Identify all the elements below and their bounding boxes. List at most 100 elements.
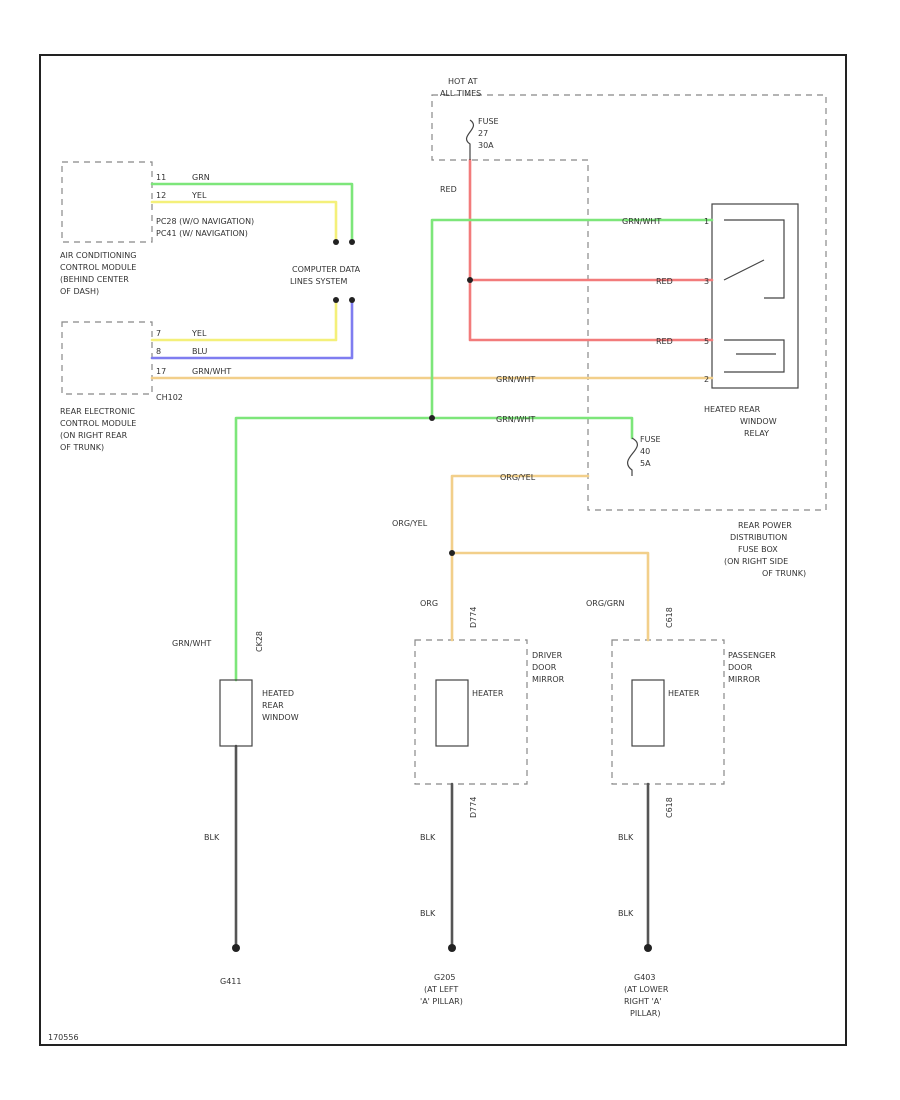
dm-ground-3: 'A' PILLAR)	[420, 997, 463, 1006]
ac-label-1: AIR CONDITIONING	[60, 251, 136, 260]
ac-note-2: PC41 (W/ NAVIGATION)	[156, 229, 248, 238]
driver-mirror-box	[414, 639, 528, 785]
relay-pin-1: 1	[704, 217, 709, 226]
relay-pin-5: 5	[704, 337, 709, 346]
driver-heater-element	[435, 679, 469, 747]
fuse-40-line1: FUSE	[640, 435, 661, 444]
rm-label-1: REAR ELECTRONIC	[60, 407, 135, 416]
rm-label-2: CONTROL MODULE	[60, 419, 136, 428]
fuse-40-line2: 40	[640, 447, 650, 456]
rear-window-heater-element	[219, 679, 253, 747]
wire-label-grn-wht-rw: GRN/WHT	[172, 639, 211, 648]
ground-g403	[644, 944, 652, 952]
all-times-label: ALL TIMES	[440, 89, 481, 98]
rm-pin-7: 7	[156, 329, 161, 338]
wire-label-blk-drv-1: BLK	[420, 833, 436, 842]
fusebox-label-4: (ON RIGHT SIDE	[724, 557, 788, 566]
pm-connector-bottom: C618	[665, 797, 674, 818]
pm-ground-2: (AT LOWER	[624, 985, 669, 994]
ac-pin-11: 11	[156, 173, 166, 182]
wire-label-grn-wht-mid: GRN/WHT	[496, 375, 535, 384]
relay-coil	[724, 339, 785, 373]
relay-label-1: HEATED REAR	[704, 405, 761, 414]
relay-box	[711, 203, 799, 389]
wire-ac-yellow	[150, 200, 338, 244]
splice-dot	[429, 415, 435, 421]
fuse-27-housing	[431, 94, 827, 511]
wire-relay-output-green	[430, 218, 714, 440]
rm-label-4: OF TRUNK)	[60, 443, 104, 452]
dm-ground-2: (AT LEFT	[424, 985, 458, 994]
splice-dot	[449, 550, 455, 556]
dlc-terminal	[333, 239, 339, 245]
wire-label-red-vertical: RED	[440, 185, 457, 194]
dlc-label-1: COMPUTER DATA	[292, 265, 361, 274]
rw-connector: CK28	[255, 631, 264, 652]
figure-id: 170556	[48, 1033, 79, 1042]
ground-g411	[232, 944, 240, 952]
wire-label-grn-wht-low: GRN/WHT	[496, 415, 535, 424]
ground-g205	[448, 944, 456, 952]
ac-label-3: (BEHIND CENTER	[60, 275, 129, 284]
fuse-27-element	[466, 119, 474, 160]
dm-label-2: DOOR	[532, 663, 557, 672]
wire-label-red-2: RED	[656, 337, 673, 346]
dlc-terminal	[349, 297, 355, 303]
fusebox-label-2: DISTRIBUTION	[730, 533, 787, 542]
dlc-terminal	[349, 239, 355, 245]
dm-label-3: MIRROR	[532, 675, 565, 684]
rm-pin-8: 8	[156, 347, 161, 356]
pm-ground-3: RIGHT 'A'	[624, 997, 661, 1006]
ac-label-4: OF DASH)	[60, 287, 99, 296]
wire-orange-passenger	[450, 551, 650, 642]
wire-orange-fuse40	[450, 474, 590, 642]
rm-wire-grn-wht: GRN/WHT	[192, 367, 231, 376]
passenger-mirror-box	[611, 639, 725, 785]
diagram-frame	[39, 54, 847, 1046]
fuse-27-line2: 27	[478, 129, 488, 138]
wire-label-red-1: RED	[656, 277, 673, 286]
passenger-heater-element	[631, 679, 665, 747]
wire-label-org-yel-side: ORG/YEL	[392, 519, 428, 528]
relay-label-3: RELAY	[744, 429, 769, 438]
ac-control-module-box	[61, 161, 153, 243]
wire-label-blk-rw: BLK	[204, 833, 220, 842]
dm-heater-label: HEATER	[472, 689, 504, 698]
ground-g411-label: G411	[220, 977, 241, 986]
ac-wire-yel: YEL	[191, 191, 207, 200]
ac-pin-12: 12	[156, 191, 166, 200]
pm-label-3: MIRROR	[728, 675, 761, 684]
fusebox-label-3: FUSE BOX	[738, 545, 778, 554]
splice-dot	[467, 277, 473, 283]
rear-control-module-box	[61, 321, 153, 395]
pm-label-1: PASSENGER	[728, 651, 776, 660]
rm-wire-yel: YEL	[191, 329, 207, 338]
fuse-27-line1: FUSE	[478, 117, 499, 126]
fusebox-label-1: REAR POWER	[738, 521, 792, 530]
wire-label-org: ORG	[420, 599, 438, 608]
wire-ac-green	[150, 182, 354, 244]
wire-label-blk-drv-2: BLK	[420, 909, 436, 918]
pm-label-2: DOOR	[728, 663, 753, 672]
ac-note-1: PC28 (W/O NAVIGATION)	[156, 217, 254, 226]
fusebox-label-5: OF TRUNK)	[762, 569, 806, 578]
wire-red-battery	[468, 158, 714, 342]
wire-label-org-grn: ORG/GRN	[586, 599, 625, 608]
dlc-terminal	[333, 297, 339, 303]
wire-label-org-yel-top: ORG/YEL	[500, 473, 536, 482]
rm-wire-blu: BLU	[192, 347, 208, 356]
dm-ground-1: G205	[434, 973, 455, 982]
wire-rear-yellow	[150, 298, 338, 342]
pm-connector-top: C618	[665, 607, 674, 628]
fuse-27-line3: 30A	[478, 141, 494, 150]
dm-connector-bottom: D774	[469, 797, 478, 818]
relay-label-2: WINDOW	[740, 417, 777, 426]
ac-label-2: CONTROL MODULE	[60, 263, 136, 272]
ac-wire-grn: GRN	[192, 173, 210, 182]
pm-heater-label: HEATER	[668, 689, 700, 698]
rw-label-1: HEATED	[262, 689, 294, 698]
relay-pin-2: 2	[704, 375, 709, 384]
dm-connector-top: D774	[469, 607, 478, 628]
fuse-40-line3: 5A	[640, 459, 651, 468]
